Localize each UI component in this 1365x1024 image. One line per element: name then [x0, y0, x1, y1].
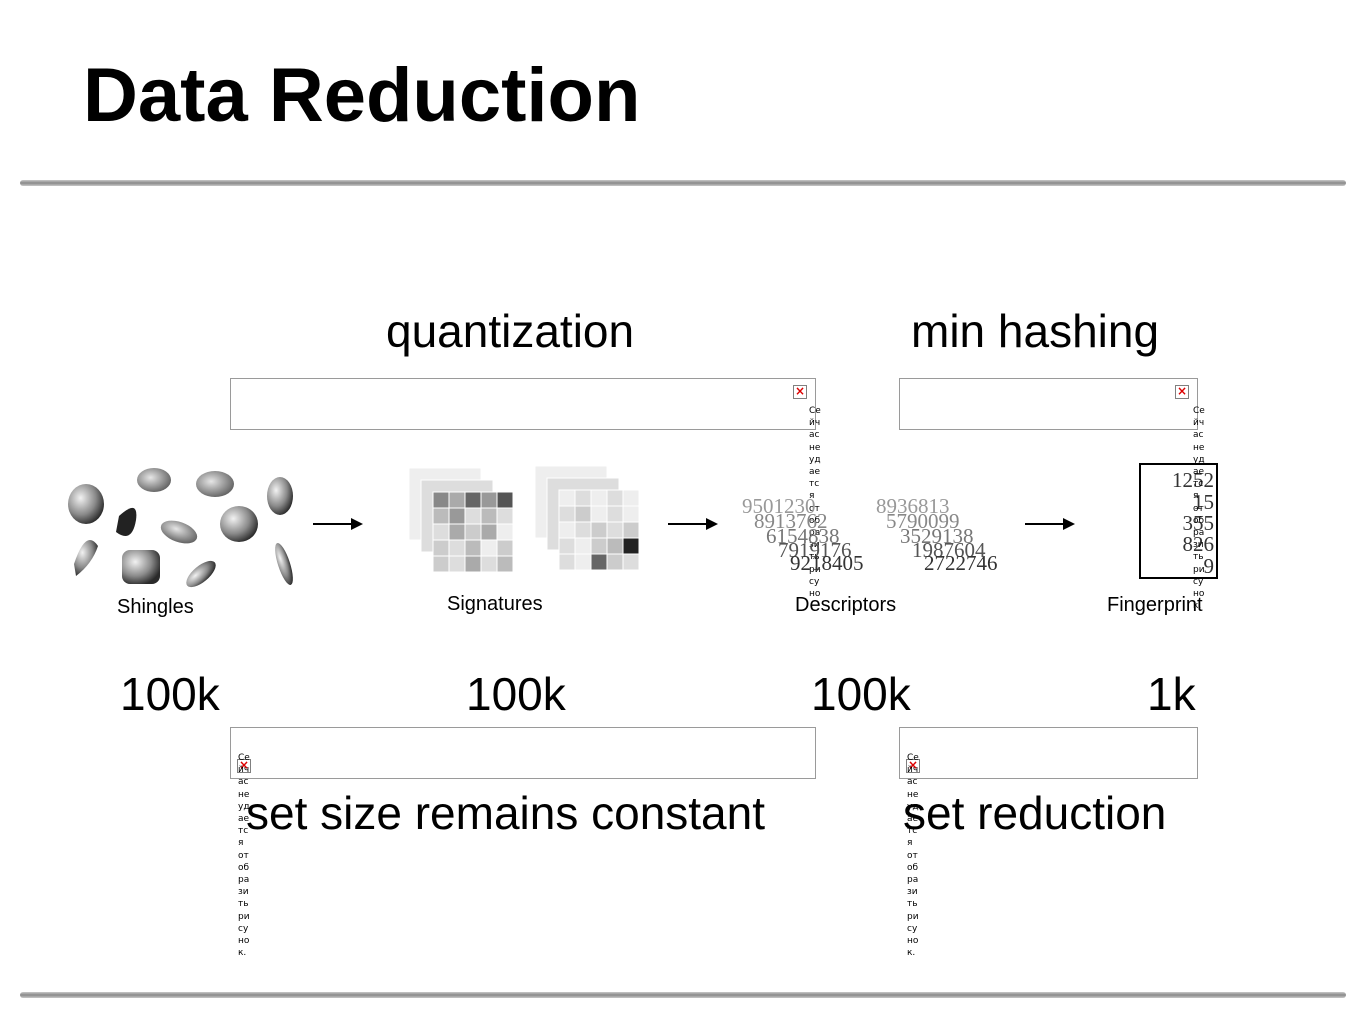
signatures-illustration — [408, 465, 640, 573]
shingle-shape — [267, 477, 293, 515]
quantization-image-placeholder — [230, 378, 816, 430]
count-shingles: 100k — [120, 668, 220, 720]
fingerprint-value: 1252 — [1172, 468, 1214, 492]
shingles-illustration — [68, 468, 293, 588]
descriptor-value: 5790099 — [886, 509, 960, 533]
slide-title: Data Reduction — [83, 53, 641, 138]
fingerprint-box — [1139, 463, 1218, 579]
shingle-shape — [160, 520, 198, 544]
top-divider — [20, 180, 1346, 186]
shingle-shape — [74, 540, 98, 576]
shingle-shape — [275, 542, 293, 586]
set-size-image-placeholder — [230, 727, 816, 779]
fingerprint-value: 826 — [1182, 532, 1215, 556]
shingle-shape — [122, 550, 160, 584]
count-descriptors: 100k — [811, 668, 911, 720]
arrow-right-icon — [313, 518, 363, 530]
stage-label-fingerprint: Fingerprint — [1107, 594, 1203, 616]
arrow-right-icon — [668, 518, 718, 530]
stage-label-signatures: Signatures — [447, 593, 543, 615]
descriptor-value: 8913762 — [754, 509, 828, 533]
set-reduction-label: set reduction — [903, 787, 1167, 839]
stage-label-shingles: Shingles — [117, 596, 194, 618]
descriptor-value: 6154838 — [766, 524, 840, 548]
count-signatures: 100k — [466, 668, 566, 720]
descriptor-value: 1987604 — [912, 538, 986, 562]
descriptor-value: 3529138 — [900, 524, 974, 548]
broken-image-icon: × — [1175, 384, 1189, 399]
broken-image-text: Се йч ас не уд ае тс я от об ра зи ть ри… — [1193, 406, 1205, 612]
broken-image-icon: × — [793, 384, 807, 399]
shingle-shape — [220, 506, 258, 542]
shingle-shape — [186, 560, 216, 588]
set-size-constant-label: set size remains constant — [246, 787, 766, 839]
fingerprint-value: 15 — [1193, 490, 1214, 514]
broken-image-text: Се йч ас не уд ае тс я от об ра зи ть ри… — [809, 406, 821, 597]
descriptor-value: 9218405 — [790, 551, 864, 575]
descriptor-value: 2722746 — [924, 551, 998, 575]
quantization-label: quantization — [386, 305, 635, 357]
arrow-right-icon — [1025, 518, 1075, 530]
broken-image-icon: × — [237, 758, 251, 773]
fingerprint-value: 355 — [1182, 511, 1215, 535]
broken-image-icon: × — [906, 758, 920, 773]
min-hashing-image-placeholder — [899, 378, 1198, 430]
shingle-shape — [116, 507, 137, 536]
broken-image-text: Се йч ас не уд ае тс я от об ра зи ть ри… — [238, 753, 250, 959]
shingle-shape — [196, 471, 234, 497]
shingle-shape — [137, 468, 171, 492]
descriptor-value: 8936813 — [876, 494, 950, 518]
set-reduction-image-placeholder — [899, 727, 1198, 779]
stage-label-descriptors: Descriptors — [795, 594, 897, 616]
min-hashing-label: min hashing — [911, 305, 1160, 357]
bottom-divider — [20, 992, 1346, 998]
fingerprint-value: 9 — [1203, 554, 1215, 578]
descriptor-value: 9501230 — [742, 494, 816, 518]
broken-image-text: Се йч ас не уд ае тс я от об ра зи ть ри… — [907, 753, 919, 959]
descriptor-value: 7919176 — [778, 538, 852, 562]
shingle-shape — [68, 484, 104, 524]
count-fingerprint: 1k — [1147, 668, 1196, 720]
